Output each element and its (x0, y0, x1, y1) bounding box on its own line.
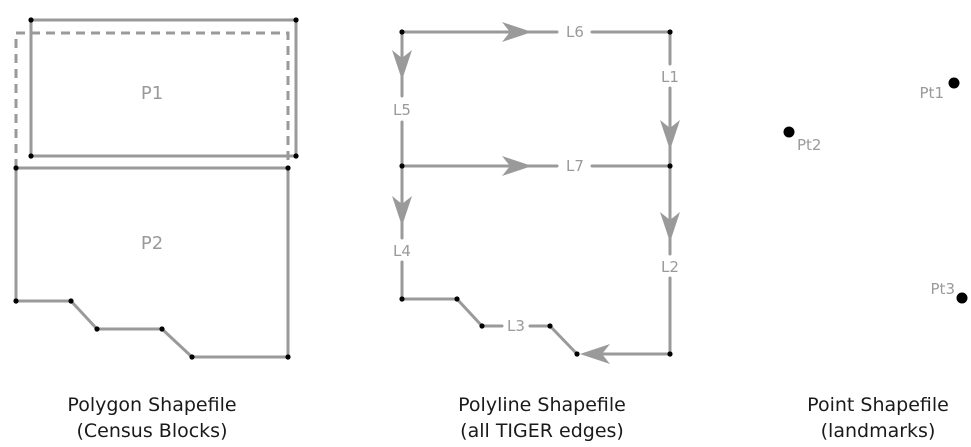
polygon-caption-title: Polygon Shapefile (67, 394, 236, 416)
point-caption-subtitle: (landmarks) (821, 420, 936, 442)
polyline-vertex (479, 323, 485, 329)
point-caption-title: Point Shapefile (807, 394, 949, 416)
polyline-vertex (454, 296, 460, 302)
l1-arrow-icon (660, 120, 680, 150)
l2-arrow-icon (660, 212, 680, 242)
l7-label: L7 (566, 157, 584, 175)
l3-label: L3 (507, 317, 525, 335)
l5-label: L5 (393, 101, 411, 119)
l5-arrow-icon (392, 50, 412, 80)
pt3-label: Pt3 (931, 280, 955, 298)
polyline-panel: L1 L2 L3 L4 L5 L6 L7 Polyline Shapefile … (392, 22, 680, 442)
p2-polygon (14, 166, 290, 359)
l6-arrow-icon (502, 22, 532, 42)
pt3-point (956, 292, 968, 304)
polygon-vertex (13, 298, 19, 304)
polygon-vertex (293, 153, 299, 159)
p2-label: P2 (141, 233, 163, 254)
pt1-point (948, 77, 960, 89)
pt1-label: Pt1 (920, 84, 944, 102)
p1-dashed-outline (14, 31, 290, 168)
l6-label: L6 (566, 23, 584, 41)
polyline-vertex (547, 323, 553, 329)
polygon-vertex (159, 326, 165, 332)
polyline-vertex (399, 163, 405, 169)
polygon-vertex (189, 354, 195, 360)
polygon-vertex (285, 354, 291, 360)
polyline-vertex (399, 296, 405, 302)
p1-label: P1 (141, 83, 163, 104)
polyline-vertex (667, 163, 673, 169)
pt2-label: Pt2 (797, 136, 821, 154)
l2-label: L2 (661, 258, 679, 276)
p1-polygon (29, 18, 298, 158)
l1-label: L1 (661, 68, 679, 86)
l2-end-arrow-icon (580, 344, 610, 364)
polygon-vertex (13, 165, 19, 171)
polyline-vertex (667, 351, 673, 357)
polyline-caption-subtitle: (all TIGER edges) (460, 420, 624, 442)
polygon-vertex (28, 153, 34, 159)
polygon-vertex (68, 298, 74, 304)
polygon-vertex (94, 326, 100, 332)
point-panel: Pt1 Pt2 Pt3 Point Shapefile (landmarks) (783, 77, 968, 442)
l3-line (400, 297, 504, 328)
polyline-caption-title: Polyline Shapefile (458, 394, 626, 416)
l4-label: L4 (393, 242, 411, 260)
polygon-vertex (285, 165, 291, 171)
pt2-point (783, 126, 795, 138)
polyline-vertex (667, 29, 673, 35)
polyline-vertex (574, 351, 580, 357)
polygon-vertex (28, 17, 34, 23)
polygon-vertex (293, 17, 299, 23)
polygon-panel: P1 P2 Polygon Shapefile (Census Blocks) (13, 17, 299, 442)
polygon-caption-subtitle: (Census Blocks) (77, 420, 228, 442)
polyline-vertex (399, 29, 405, 35)
l7-arrow-icon (502, 156, 532, 176)
l3-line (528, 324, 579, 356)
l4-arrow-icon (392, 196, 412, 226)
